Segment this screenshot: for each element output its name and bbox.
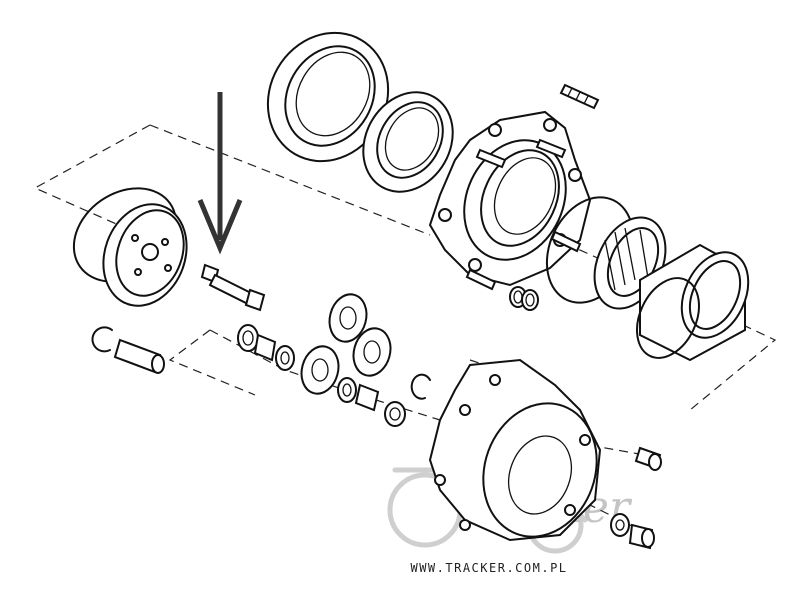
wheel-stud: [559, 83, 600, 110]
bearing-race: [362, 91, 454, 193]
small-seal: [509, 286, 539, 311]
circlip: [410, 373, 431, 400]
drain-plug: [628, 523, 655, 550]
axle-housing: [428, 358, 602, 542]
planet-carrier-gear: [72, 187, 188, 307]
watermark-website: WWW.TRACKER.COM.PL: [410, 561, 568, 575]
sealing-washer: [610, 513, 630, 537]
planet-pin: [113, 338, 165, 374]
large-oil-seal: [266, 31, 390, 163]
plug-screw: [634, 446, 662, 471]
down-arrow-icon: [197, 92, 243, 255]
hub-housing: [428, 110, 592, 291]
ring-gear: [636, 243, 750, 362]
bolt: [200, 263, 266, 312]
planet-gear: [300, 293, 392, 395]
thrust-washer: [237, 324, 406, 427]
needle-bearing: [253, 333, 380, 412]
snap-ring: [91, 326, 113, 353]
